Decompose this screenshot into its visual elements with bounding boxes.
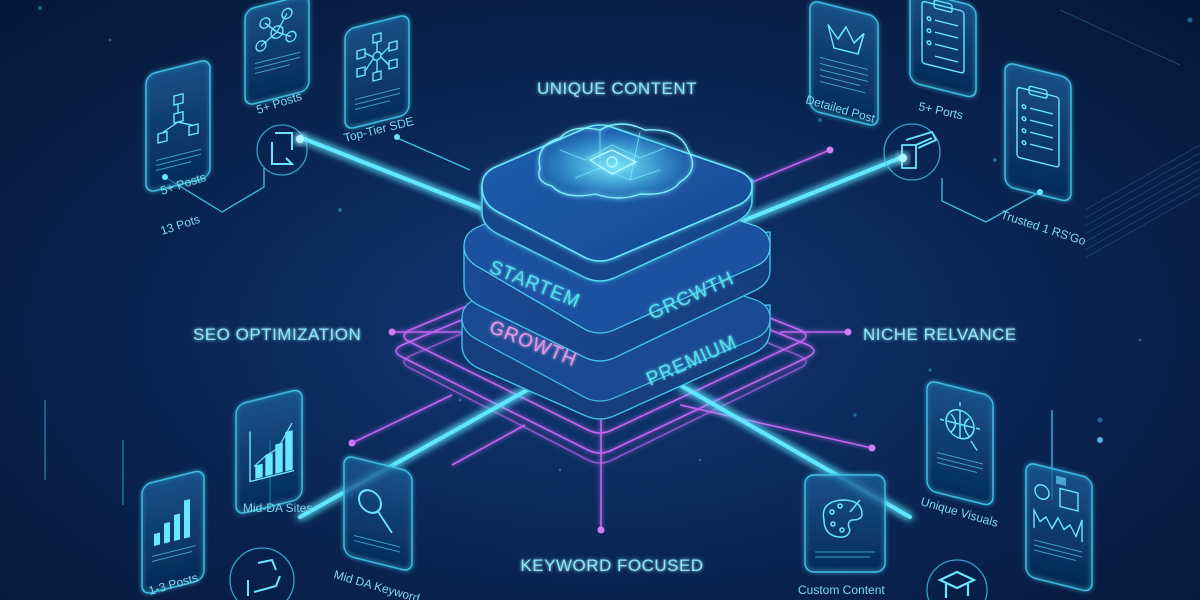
card-bottom-right-2: Unique Visuals	[919, 381, 1000, 530]
card-extra-label: Trusted 1 RS'Go	[999, 208, 1088, 249]
central-stack: STARTEM GRCWTH GROWTH PREMIUM	[461, 123, 771, 420]
crown-icon	[827, 24, 865, 55]
feature-niche-relevance: NICHE RELVANCE	[863, 325, 1017, 344]
background-data-lines	[1059, 9, 1200, 259]
card-top-left-3: Top-Tier SDE	[342, 15, 415, 145]
hub-network-icon	[356, 32, 398, 82]
graduation-cap-icon	[926, 559, 988, 600]
card-label: Mid DA Keyword	[332, 567, 421, 600]
card-extra-label: 13 Pots	[159, 212, 202, 238]
card-top-left-2: 5+ Posts	[244, 0, 310, 117]
card-top-right-2: 5+ Ports	[909, 0, 977, 122]
box-tag-icon	[883, 123, 941, 181]
recycle-hands-icon	[229, 547, 295, 600]
feature-keyword-focused: KEYWORD FOCUSED	[520, 556, 703, 575]
globe-compass-icon	[940, 402, 980, 451]
background-particles	[38, 6, 1193, 472]
card-label: 5+ Ports	[917, 99, 964, 122]
document-hand-icon	[256, 124, 308, 176]
network-nodes-icon	[255, 7, 297, 52]
card-bottom-left-2: Mid-DA Sites	[235, 389, 312, 515]
wire-node	[394, 134, 400, 140]
wire-node	[162, 174, 168, 180]
card-top-right-3	[1004, 63, 1072, 202]
card-bottom-left-1: 1-3 Posts	[141, 470, 205, 598]
feature-seo-optimization: SEO OPTIMIZATION	[193, 325, 361, 344]
card-label: Custom Content	[798, 583, 885, 597]
card-bottom-right-3	[1025, 463, 1093, 592]
clipboard-icon	[921, 0, 965, 74]
purple-connector-left	[351, 394, 453, 444]
checklist-icon	[1016, 85, 1060, 168]
magnifier-icon	[358, 489, 393, 534]
wire-node	[1097, 437, 1103, 443]
brain-circuit-icon	[533, 123, 697, 204]
neon-base-frames	[395, 249, 815, 464]
wire-node	[1037, 189, 1043, 195]
card-label: Mid-DA Sites	[243, 501, 312, 515]
growth-chart-icon	[249, 422, 294, 483]
flowchart-icon	[157, 92, 199, 144]
feature-unique-content: UNIQUE CONTENT	[537, 79, 697, 98]
bar-chart-icon	[154, 499, 190, 547]
analytics-dashboard-icon	[1033, 484, 1083, 543]
card-top-left-1: 5+ Posts	[145, 60, 211, 198]
card-bottom-right-1: Custom Content	[798, 474, 886, 597]
card-bottom-left-3: Mid DA Keyword	[332, 456, 421, 600]
palette-icon	[822, 499, 863, 538]
card-top-right-1: Detailed Post	[804, 1, 879, 126]
